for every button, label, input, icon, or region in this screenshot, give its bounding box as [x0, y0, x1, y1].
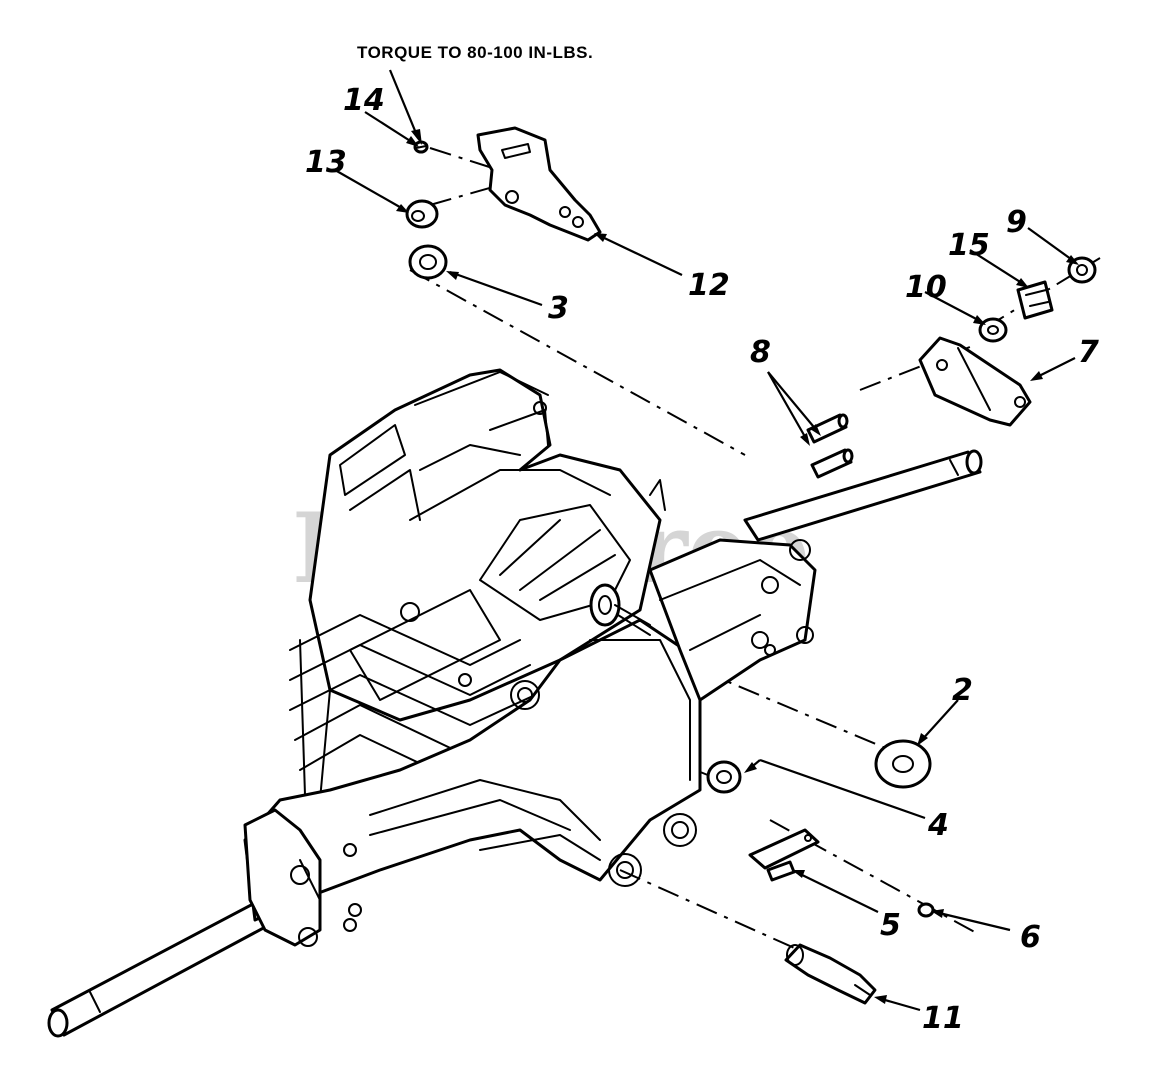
callout-14: 14	[343, 83, 385, 118]
part-bushing	[408, 244, 448, 280]
callout-7: 7	[1078, 335, 1099, 370]
part-thrust-washer	[874, 739, 932, 789]
part-spacer	[405, 199, 439, 229]
torque-note: TORQUE TO 80-100 IN-LBS.	[357, 43, 593, 62]
part-washer	[978, 317, 1008, 343]
part-control-lever	[476, 126, 602, 242]
part-small-bushing	[706, 760, 742, 794]
callout-12: 12	[688, 268, 730, 303]
callout-11: 11	[922, 1001, 964, 1036]
callout-2: 2	[952, 673, 973, 708]
leader-lines	[334, 69, 1079, 1012]
axle-left	[47, 893, 284, 1038]
part-bracket	[918, 336, 1032, 427]
axle-right	[743, 449, 983, 542]
part-plate-bolt	[748, 828, 820, 882]
callout-6: 6	[1020, 920, 1041, 955]
callout-labels: 14 13 12 3 9 15 10 7 8 2 4 5 6 11	[305, 83, 1099, 1036]
part-lock-plate	[1016, 280, 1054, 320]
callout-10: 10	[905, 270, 947, 305]
callout-4: 4	[927, 808, 949, 843]
callout-3: 3	[548, 291, 569, 326]
callout-8: 8	[750, 335, 771, 370]
part-fitting	[784, 943, 877, 1005]
callout-9: 9	[1006, 205, 1027, 240]
transaxle-housing	[243, 368, 817, 947]
part-retaining-clip	[917, 902, 935, 918]
part-pins	[806, 413, 854, 479]
callout-5: 5	[880, 908, 901, 943]
callout-13: 13	[305, 145, 347, 180]
callout-15: 15	[948, 228, 990, 263]
